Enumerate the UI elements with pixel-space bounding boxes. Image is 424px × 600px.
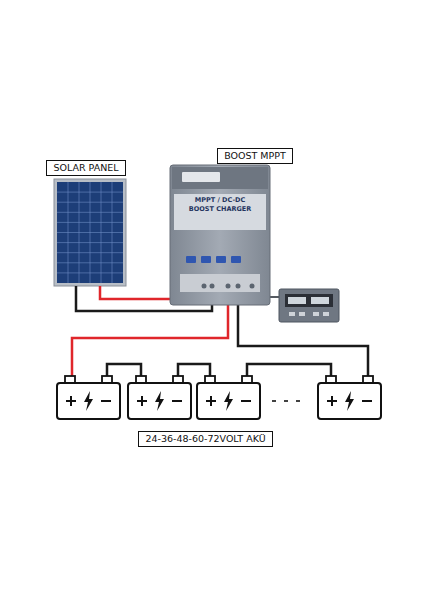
panel-cell-line: [57, 232, 123, 233]
minus-symbol: [362, 400, 372, 402]
series-link-wire: [247, 364, 331, 376]
node-text: MPPT / DC-DC: [170, 196, 270, 205]
node-text: BOOST MPPT: [223, 150, 287, 162]
lightning-symbol: [224, 391, 233, 411]
series-link-wire: [107, 364, 141, 376]
panel-cell-line: [57, 252, 123, 253]
panel-cell-line: [57, 262, 123, 263]
label-box: 24-36-48-60-72VOLT AKÜ: [138, 431, 273, 447]
panel-cell-line: [57, 272, 123, 273]
battery: [57, 376, 120, 419]
label-box: SOLAR PANEL: [46, 160, 126, 176]
mppt-controller: [170, 165, 270, 305]
panel-cell-line: [57, 212, 123, 213]
remote-display: [279, 289, 339, 322]
node-text: 24-36-48-60-72VOLT AKÜ: [144, 433, 267, 445]
battery: [318, 376, 381, 419]
minus-symbol: [172, 400, 182, 402]
series-link-wire: [178, 364, 210, 376]
panel-cell-line: [57, 192, 123, 193]
panel-cell-line: [57, 202, 123, 203]
minus-symbol: [241, 400, 251, 402]
solar-panel: [54, 179, 126, 286]
lightning-symbol: [84, 391, 93, 411]
panel-cell-line: [57, 222, 123, 223]
plus-symbol: [66, 396, 76, 406]
battery: [128, 376, 191, 419]
node-text: SOLAR PANEL: [52, 162, 120, 174]
controller-box: MPPT / DC-DCBOOST CHARGER: [170, 165, 270, 305]
lightning-symbol: [155, 391, 164, 411]
lightning-symbol: [345, 391, 354, 411]
battery-bank: [57, 364, 381, 419]
battery: [197, 376, 260, 419]
minus-symbol: [101, 400, 111, 402]
node-text: BOOST CHARGER: [170, 205, 270, 214]
panel-cell-line: [57, 242, 123, 243]
label-box: BOOST MPPT: [217, 148, 293, 164]
plus-symbol: [206, 396, 216, 406]
continuation-dashes: [272, 400, 300, 402]
plus-symbol: [327, 396, 337, 406]
plus-symbol: [137, 396, 147, 406]
